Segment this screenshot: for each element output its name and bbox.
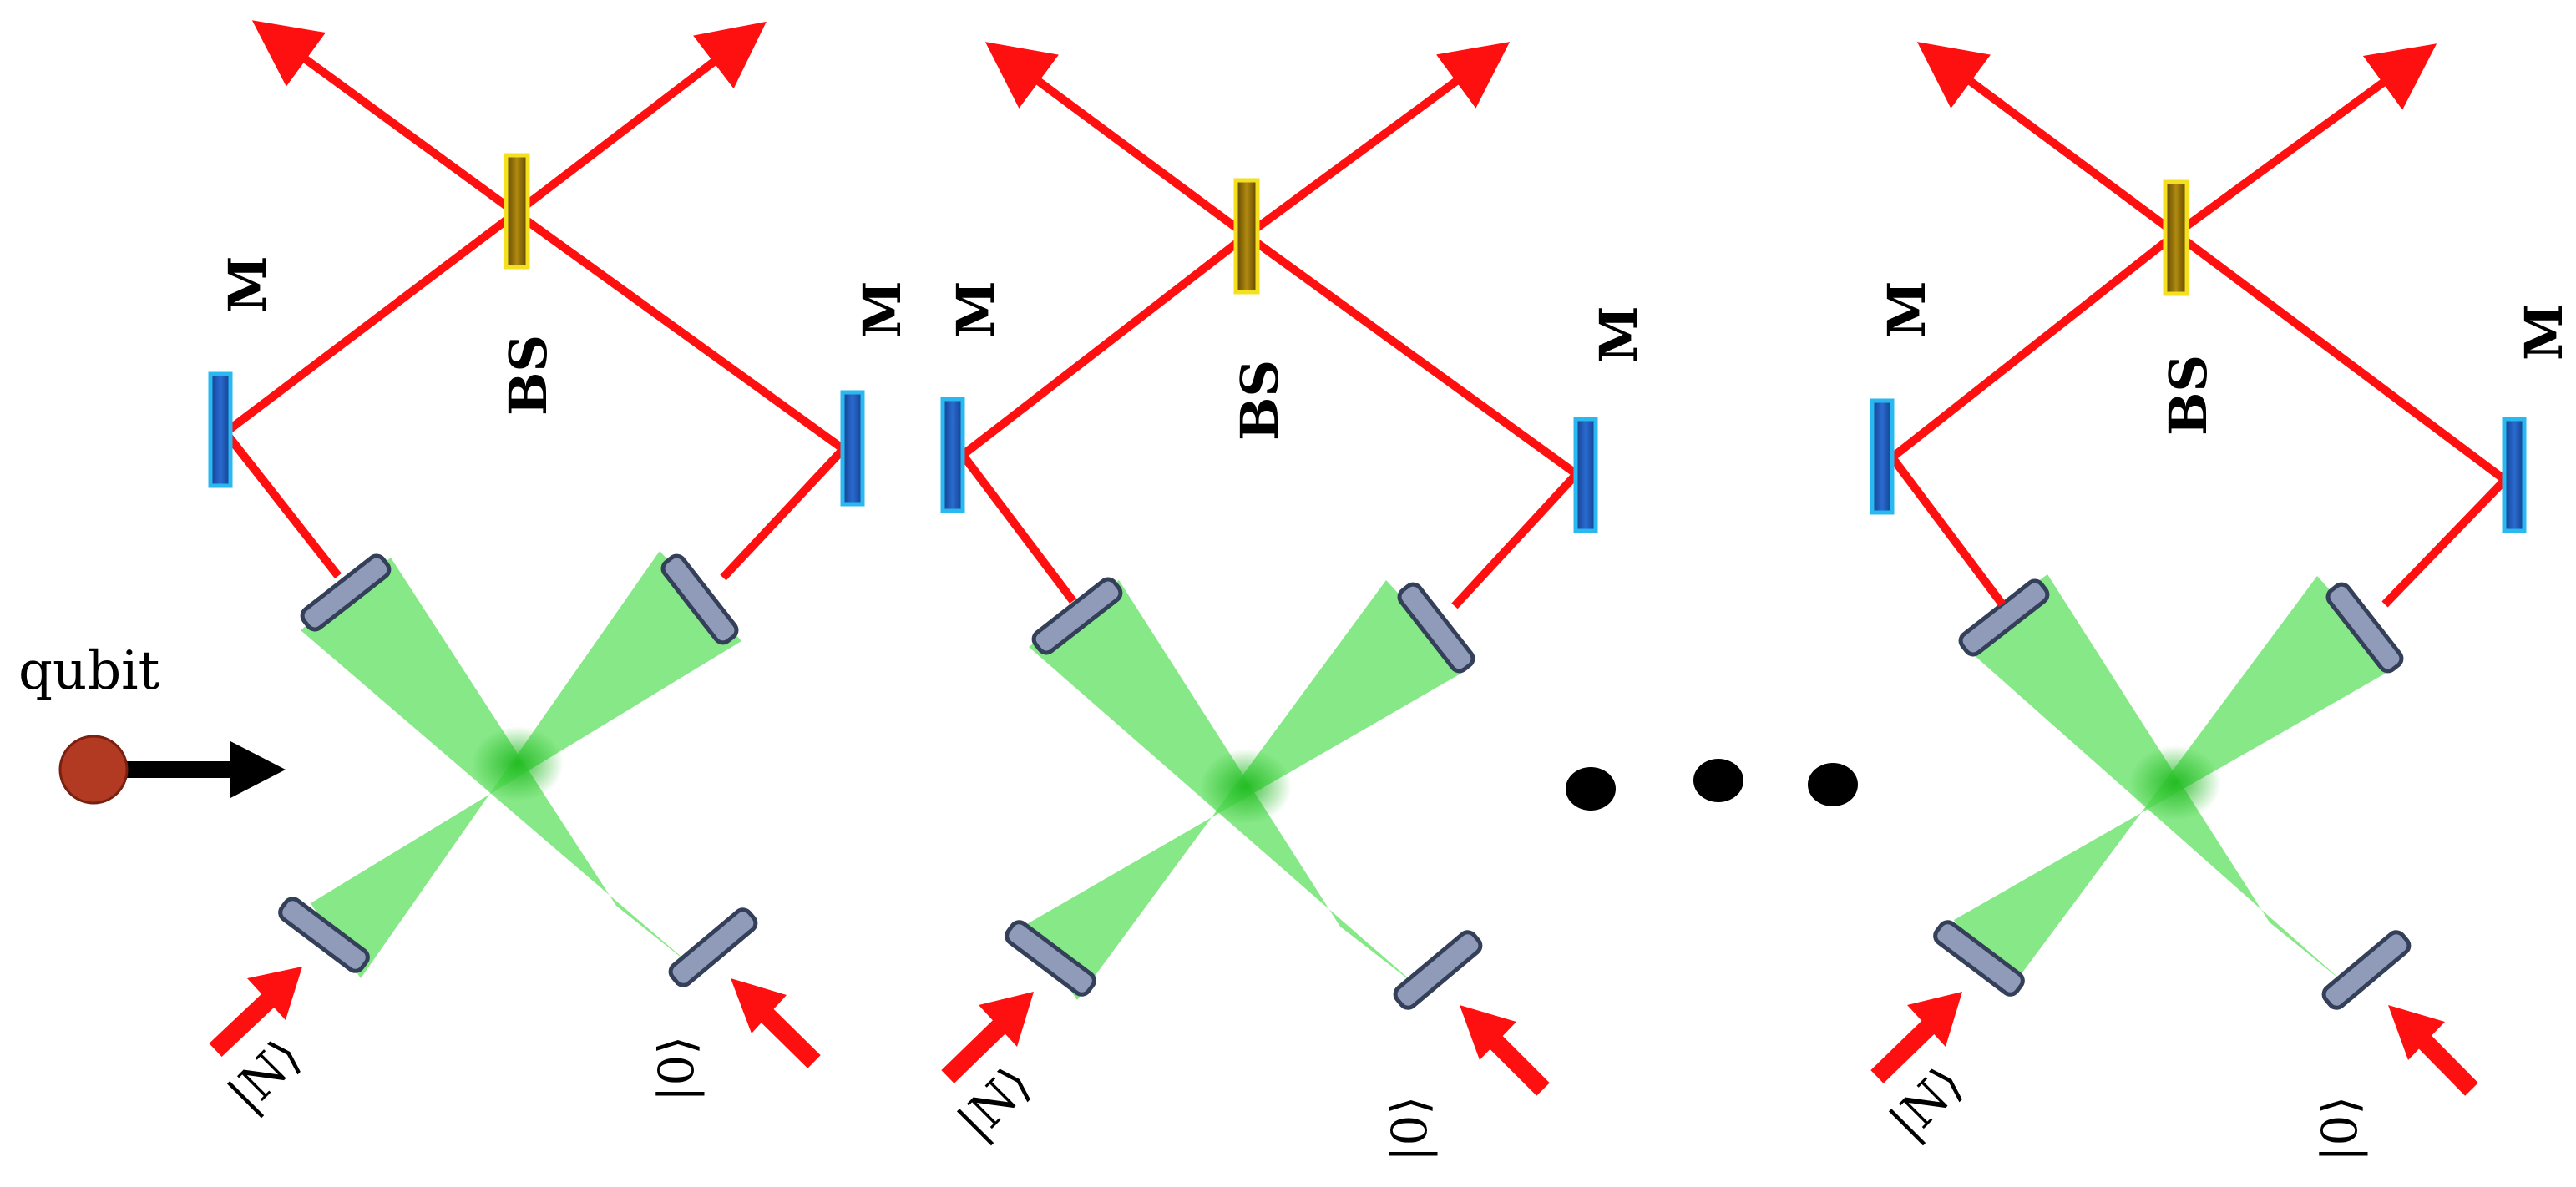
qubit-group: qubit — [18, 640, 286, 805]
lens-icon — [1397, 582, 1475, 674]
lens-icon — [1393, 930, 1483, 1010]
input-0-label: |0⟩ — [1381, 1096, 1438, 1162]
red-beam — [959, 232, 1250, 458]
beam-splitter-icon — [1233, 178, 1260, 295]
mirror-label-left: M — [217, 255, 278, 313]
input-arrow-icon — [209, 967, 302, 1057]
mirror-icon — [1870, 398, 1895, 515]
red-beam — [2174, 43, 2437, 238]
input-arrow-icon — [731, 978, 821, 1068]
lens-icon — [2321, 930, 2412, 1010]
mirror-icon — [208, 371, 233, 488]
mirror-icon — [840, 390, 865, 507]
lens-icon — [660, 553, 739, 645]
red-beam — [1916, 42, 2179, 238]
input-arrow-icon — [2388, 1005, 2478, 1096]
red-beam — [1244, 231, 1579, 478]
qubit-arrow-head-icon — [230, 741, 286, 798]
beam-splitter-icon — [504, 153, 530, 270]
ellipsis-dot — [1566, 767, 1616, 811]
lens-icon — [1958, 578, 2050, 657]
lens-icon — [1031, 577, 1123, 655]
red-beam — [1451, 471, 1580, 609]
lens-icon — [668, 907, 758, 987]
lens-icon — [1933, 920, 2025, 997]
focus-spot-3 — [2129, 745, 2221, 821]
red-beam — [513, 21, 767, 216]
mirror-label-right: M — [1588, 306, 1649, 363]
input-0-label: |0⟩ — [2311, 1096, 2368, 1162]
red-beam — [1889, 230, 2179, 461]
red-beam — [514, 209, 846, 453]
qubit-label: qubit — [18, 640, 160, 702]
red-beam — [2174, 230, 2508, 484]
ellipsis-dot — [1693, 759, 1743, 802]
red-beam — [984, 42, 1249, 240]
beam-splitter-label: BS — [1229, 360, 1290, 441]
input-0-label: |0⟩ — [648, 1036, 705, 1102]
red-beam — [222, 429, 342, 579]
focus-spot-1 — [472, 726, 564, 801]
beam-splitter-icon — [2163, 179, 2189, 296]
lens-icon — [1005, 920, 1096, 997]
beam-splitter-label: BS — [498, 335, 559, 416]
red-beam — [222, 210, 519, 436]
mirror-label-left: M — [945, 280, 1006, 338]
lens-icon — [2325, 582, 2404, 674]
mirror-icon — [1573, 417, 1598, 533]
mirror-label-right: M — [2513, 303, 2574, 361]
interferometer-unit-2: M M BS |N⟩ |0⟩ — [940, 42, 1649, 1162]
ellipsis-dots-icon — [1566, 759, 1858, 811]
input-arrow-icon — [1460, 1005, 1550, 1096]
beam-splitter-label: BS — [2158, 355, 2219, 436]
red-beam — [959, 452, 1076, 604]
interferometer-unit-1: M M BS |N⟩ |0⟩ — [208, 20, 913, 1123]
mirror-icon — [2502, 417, 2527, 533]
focus-spot-2 — [1200, 749, 1292, 824]
qubit-dot-icon — [58, 735, 129, 805]
input-arrow-icon — [941, 992, 1034, 1083]
mirror-label-right: M — [852, 280, 913, 338]
red-beam — [2381, 477, 2508, 608]
lens-icon — [278, 897, 370, 973]
input-arrow-icon — [1870, 992, 1962, 1083]
interferometer-unit-3: M M BS |N⟩ |0⟩ — [1870, 42, 2574, 1162]
red-beam — [720, 446, 847, 581]
red-beam — [251, 20, 519, 217]
mirror-icon — [940, 397, 965, 513]
ellipsis-dot — [1808, 763, 1858, 806]
mirror-label-left: M — [1876, 280, 1937, 338]
lens-icon — [300, 553, 392, 632]
red-beam — [1244, 42, 1511, 240]
red-beam — [1889, 455, 2006, 607]
